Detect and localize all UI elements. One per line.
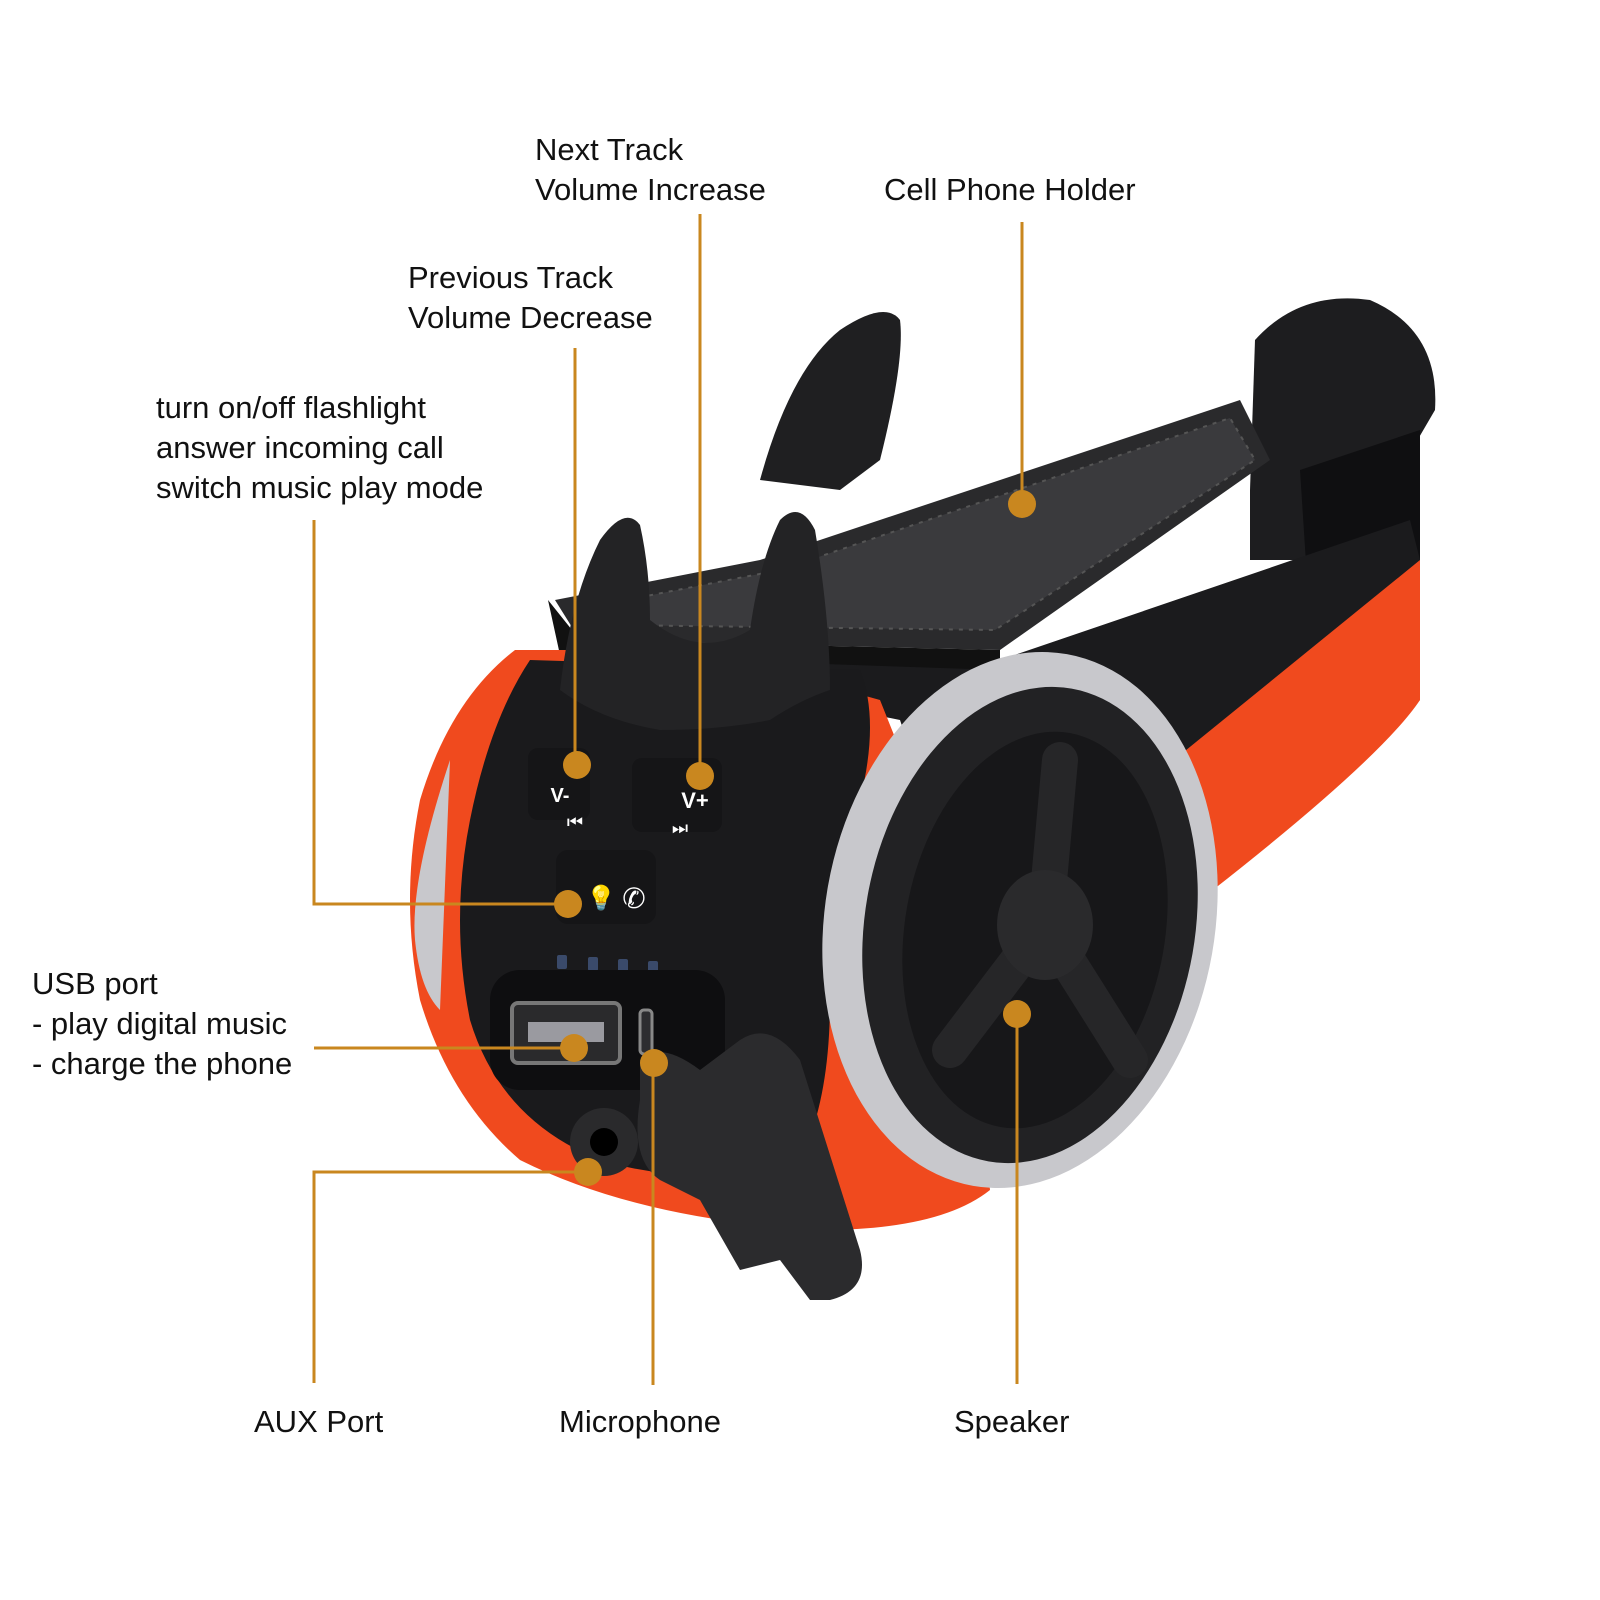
aux-jack-hole: [590, 1128, 618, 1156]
label-usb-port: USB port - play digital music - charge t…: [32, 966, 293, 1081]
label-aux-port: AUX Port: [254, 1404, 384, 1439]
dot-aux-port: [574, 1158, 602, 1186]
dot-next-track: [686, 762, 714, 790]
usb-port-tongue: [528, 1022, 604, 1042]
front-clamp-jaw: [760, 312, 901, 490]
label-flashlight: turn on/off flashlight answer incoming c…: [156, 390, 484, 505]
leader-aux-port: [312, 1170, 588, 1383]
battery-led-indicators: [557, 955, 658, 975]
leader-dots: [554, 490, 1036, 1186]
dot-microphone: [640, 1049, 668, 1077]
leader-lines: [312, 214, 1024, 1385]
phone-icon: ✆: [622, 882, 645, 915]
dot-cell-phone-holder: [1008, 490, 1036, 518]
volume-down-label: V-: [551, 785, 570, 807]
silver-ring-left: [414, 760, 450, 1010]
dot-previous-track: [563, 751, 591, 779]
dot-flashlight: [554, 890, 582, 918]
leader-flashlight: [312, 520, 568, 906]
label-speaker: Speaker: [954, 1404, 1070, 1439]
port-rubber-flap: [637, 1033, 862, 1300]
label-previous-track: Previous Track Volume Decrease: [408, 260, 653, 335]
next-track-icon: ⏭: [672, 818, 688, 839]
dot-speaker: [1003, 1000, 1031, 1028]
cradle-pad-texture: [598, 416, 1257, 632]
volume-up-label: V+: [681, 788, 709, 813]
front-cradle-arms: [560, 512, 830, 730]
label-next-track: Next Track Volume Increase: [535, 132, 766, 207]
bulb-icon: 💡: [586, 884, 616, 912]
rear-clamp-jaw: [1250, 298, 1436, 560]
previous-track-icon: ⏮: [567, 812, 583, 833]
speaker-hub: [997, 870, 1093, 980]
label-cell-phone-holder: Cell Phone Holder: [884, 172, 1136, 207]
microphone-hole: [638, 1008, 654, 1056]
label-microphone: Microphone: [559, 1404, 721, 1439]
dot-usb-port: [560, 1034, 588, 1062]
